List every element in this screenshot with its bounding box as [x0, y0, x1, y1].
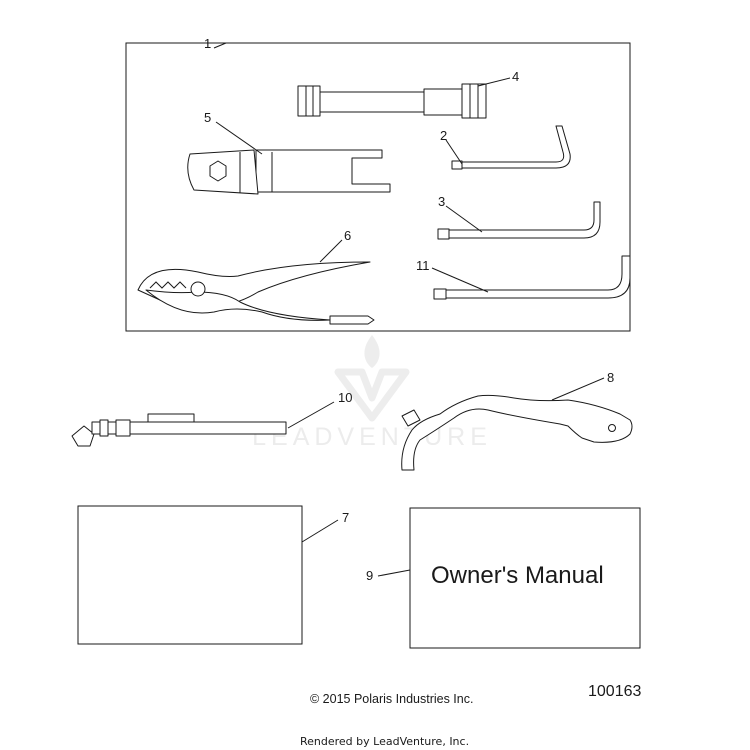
hex-key-small-part [451, 125, 571, 170]
socket-extension-part [297, 83, 487, 119]
callout-3: 3 [438, 194, 445, 209]
copyright-notice: © 2015 Polaris Industries Inc. [310, 692, 473, 706]
callout-5: 5 [204, 110, 211, 125]
callout-11: 11 [416, 258, 430, 273]
leadventure-watermark: LEADVENTURE [252, 335, 492, 451]
literature-sheet-part [77, 505, 303, 645]
owners-manual-box [409, 507, 641, 649]
tire-gauge-part [71, 413, 287, 447]
spark-plug-wrench-part [187, 149, 391, 195]
callout-9: 9 [366, 568, 373, 583]
callout-1: 1 [204, 36, 211, 51]
callout-4: 4 [512, 69, 519, 84]
leader-lines [213, 42, 605, 577]
spanner-wrench-part [401, 394, 633, 471]
drawing-number: 100163 [588, 683, 641, 700]
rendered-by-credit: Rendered by LeadVenture, Inc. [300, 735, 469, 748]
callout-8: 8 [607, 370, 614, 385]
callout-6: 6 [344, 228, 351, 243]
callout-7: 7 [342, 510, 349, 525]
owners-manual-label: Owner's Manual [431, 562, 604, 589]
callout-2: 2 [440, 128, 447, 143]
tool-kit-outline [125, 42, 631, 332]
pliers-part [137, 261, 375, 325]
hex-key-large-part [433, 255, 631, 300]
hex-key-medium-part [437, 201, 601, 240]
callout-10: 10 [338, 390, 352, 405]
watermark-text: LEADVENTURE [252, 423, 492, 451]
